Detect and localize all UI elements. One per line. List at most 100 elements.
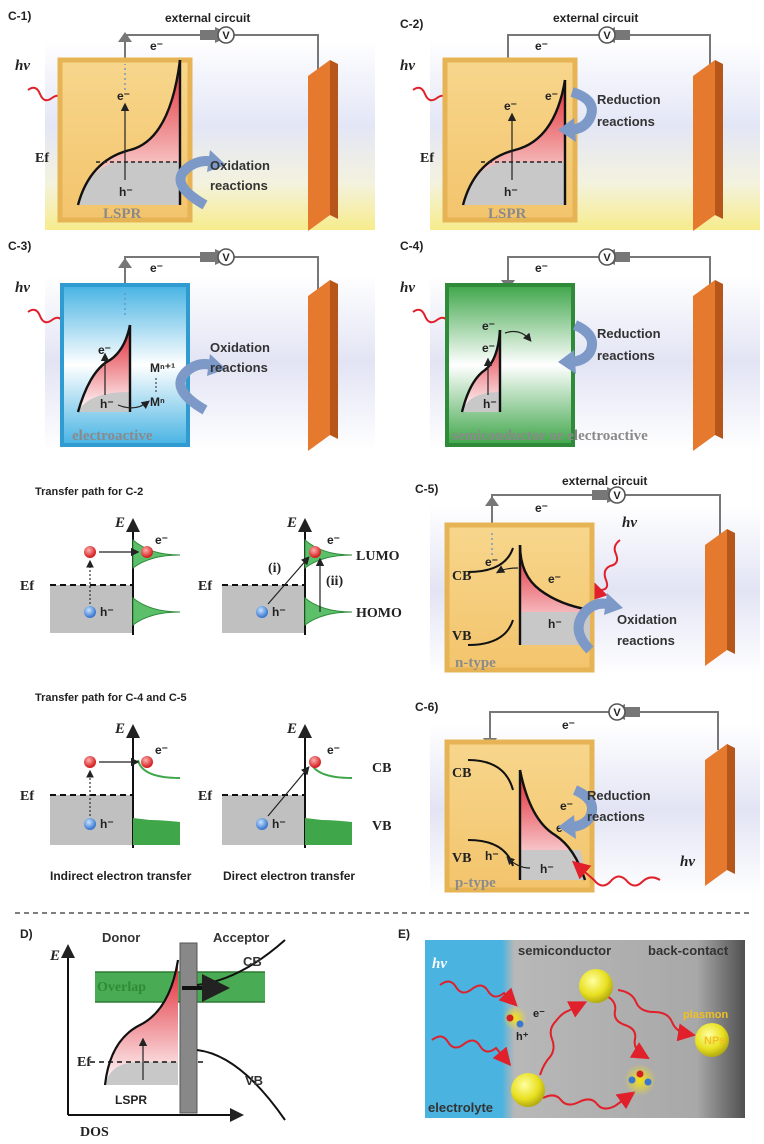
panel-c1-circuit-label: external circuit [165,11,250,25]
panel-c1-reaction-arrow [175,156,217,210]
panel-c5-voltmeter-icon [608,486,626,504]
panel-c5-reaction-arrowhead [604,593,623,615]
panel-c6-cb-edge [467,759,514,791]
panel-c4-electrode [693,280,715,451]
panel-e-photon-arrow-3 [539,1001,588,1076]
panel-c2-circuit-label: external circuit [553,11,638,25]
panel-c5-photon-arrow [588,539,621,602]
panel-c1-voltmeter-icon [217,26,235,44]
panel-c6-light-label: hv [680,854,695,870]
transfer-c45-left-hole-label: h⁻ [100,817,114,831]
panel-c4-reaction-line1: Reduction [597,326,661,341]
panel-c4-electron-label: e⁻ [535,261,548,275]
panel-c1-reaction-arrowhead [207,150,226,172]
panel-e-back-contact-label: back-contact [648,943,729,958]
panel-c2-label: C-2) [400,17,423,31]
transfer-c45-cb-label: CB [372,761,391,776]
panel-e-label: E) [398,927,410,941]
panel-c3: C-3) V e⁻ hv e⁻ h⁻ Mⁿ⁺¹ Mⁿ electroactive… [8,239,375,451]
panel-d-e-label: E [49,948,60,964]
panel-c4-hot-electron-fill [462,330,500,412]
panel-c5-filled-states [520,612,590,645]
panel-c6-filled-states [520,850,585,880]
panel-c2-light-label: hv [400,58,415,74]
panel-c5-dos-curve [518,544,591,612]
panel-d-fermi-label: Ef [77,1055,91,1070]
panel-e-light-label: hv [432,956,447,972]
panel-c5-hole-label: h⁻ [548,617,562,631]
transfer-c45-left-electron-dot [84,756,96,768]
panel-c3-current-arrow [200,249,232,265]
panel-c6-wire [489,711,719,750]
panel-c5-wire-arrow [485,496,499,506]
transfer-c45-right-electron-label: e⁻ [327,743,340,757]
panel-e-semiconductor-label: semiconductor [518,943,611,958]
transfer-c2-left-electron-dot [84,546,96,558]
panel-d-interface-barrier [179,942,198,1114]
panel-c2-material-label: LSPR [488,206,527,222]
panel-c1-electron-label: e⁻ [150,39,163,53]
panel-c2-filled-states [463,162,565,205]
panel-c1-hole-label: h⁻ [119,185,133,199]
transfer-c2-left-fermi-label: Ef [20,579,34,594]
transfer-c2-right-homo-peak [304,596,353,627]
panel-d-label: D) [20,927,33,941]
panel-c1-light-label: hv [15,58,30,74]
panel-e-electrolyte-label: electrolyte [428,1100,493,1115]
panel-c4-semiconductor-block [445,283,575,447]
panel-c1: C-1) external circuit V e⁻ hv e⁻ Ef h⁻ L… [8,9,375,231]
panel-c5-material-label: n-type [455,655,496,671]
panel-c6-hole-left: h⁻ [485,849,499,863]
transfer-c2-right-path-i-label: (i) [268,561,282,576]
panel-e-hole-dot-3 [644,1078,652,1086]
panel-c6-reaction-line2: reactions [587,809,645,824]
panel-c3-reaction-arrowhead [207,354,226,376]
panel-c5-electron-label: e⁻ [535,501,548,515]
transfer-c45-indirect-label: Indirect electron transfer [50,869,192,883]
panel-e-plasmon-np-1 [511,1073,545,1107]
panel-c1-electrode [308,60,330,231]
panel-c4-reaction-arrow [567,320,598,367]
transfer-c2-lumo-label: LUMO [356,549,400,564]
panel-c5-electron-left: e⁻ [485,555,498,569]
panel-c3-material-label: electroactive [72,428,153,444]
panel-d-acceptor-label: Acceptor [213,930,269,945]
panel-c1-current-arrow [200,27,232,43]
panel-c2-voltmeter-icon [598,26,616,44]
transfer-c2-left-electron-label: e⁻ [155,533,168,547]
panel-c2-fermi-label: Ef [420,151,434,166]
panel-e-plasmon-np-3 [695,1023,729,1057]
panel-c5: C-5) external circuit V e⁻ hv CB VB e⁻ e… [415,474,760,675]
transfer-c2-right-e-label: E [286,515,297,531]
panel-c5-electrode-side [727,529,735,654]
transfer-c45-right-electron-dot [309,756,321,768]
panel-c5-vb-label: VB [452,629,471,644]
panel-d-cb-label: CB [243,954,262,969]
transfer-path-c2: Transfer path for C-2 E Ef h⁻ e⁻ E Ef (i… [20,486,402,635]
panel-d-vb-label: VB [245,1073,263,1088]
transfer-c45-left-fermi-label: Ef [20,789,34,804]
panel-c4-dos-curve [460,329,502,413]
panel-c6-electrode-side [727,744,735,874]
transfer-c2-right-electron-dot [309,546,321,558]
panel-c5-label: C-5) [415,482,438,496]
panel-c6-label: C-6) [415,700,438,714]
panel-d-vb-curve [196,1049,286,1121]
transfer-c45-right-direct-arrow [267,766,310,817]
panel-c5-vb-edge [467,619,514,646]
panel-e-carrier-glow-2 [624,1064,656,1096]
panel-d-dos-label: DOS [80,1125,109,1140]
panel-c1-filled-states [78,162,180,205]
panel-c3-filled-states [78,392,130,412]
panel-c5-reaction-line2: reactions [617,633,675,648]
transfer-c2-right-hole-dot [256,606,268,618]
panel-c2-electron-left: e⁻ [504,99,517,113]
panel-c5-electrode [705,529,727,666]
panel-d-filled-states [105,1062,178,1085]
panel-c6-hole-right: h⁻ [540,862,554,876]
panel-e-electron-dot-2 [636,1070,644,1078]
panel-e-np-label: NPs [704,1035,725,1047]
panel-c5-circuit-label: external circuit [562,474,647,488]
panel-e-hole-label: h⁺ [516,1031,529,1043]
transfer-c45-right-hole-label: h⁻ [272,817,286,831]
